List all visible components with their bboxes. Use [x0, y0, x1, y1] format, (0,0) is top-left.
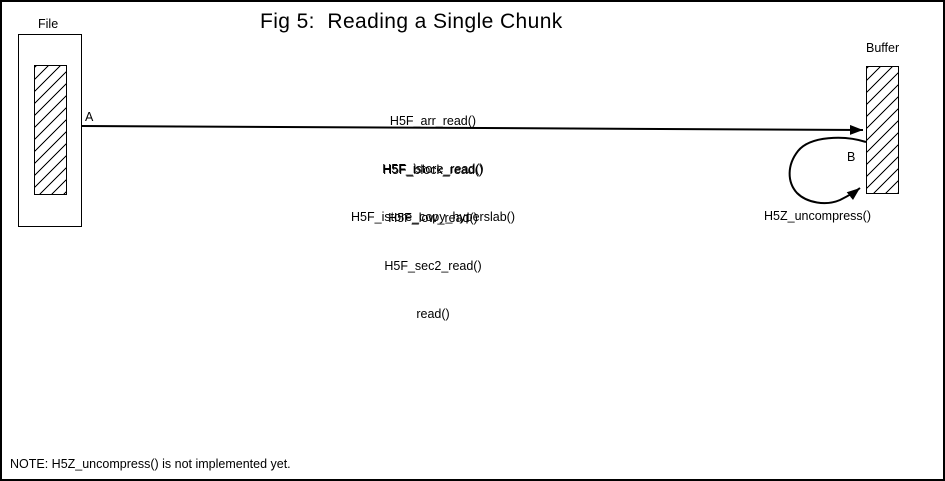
figure-title: Fig 5: Reading a Single Chunk — [260, 10, 563, 33]
call-stack-above-arrow: H5F_arr_read() H5F_istore_read() H5F_ist… — [283, 81, 583, 257]
note-text: NOTE: H5Z_uncompress() is not implemente… — [10, 457, 291, 471]
arrow-a-label: A — [85, 110, 94, 124]
file-label: File — [38, 17, 59, 31]
call-stack-line: H5F_arr_read() — [389, 114, 477, 128]
call-stack-below-arrow: H5F_block_read() H5F_low_read() H5F_sec2… — [283, 130, 583, 354]
buffer-hatched-rect — [866, 66, 899, 194]
arrow-b-loop — [788, 136, 867, 205]
call-stack-line: H5F_istore_copy_hyperslab() — [351, 210, 515, 224]
call-stack-line: H5F_block_read() — [382, 163, 484, 177]
h5z-uncompress-label: H5Z_uncompress() — [764, 209, 871, 223]
arrow-b-label: B — [847, 150, 856, 164]
call-stack-line: read() — [416, 307, 450, 321]
buffer-label: Buffer — [866, 41, 900, 55]
call-stack-line: H5F_sec2_read() — [384, 259, 482, 273]
call-stack-line: H5F_low_read() — [388, 211, 478, 225]
file-chunk-hatched-rect — [34, 65, 67, 195]
call-stack-line: H5F_istore_read() — [382, 162, 484, 176]
